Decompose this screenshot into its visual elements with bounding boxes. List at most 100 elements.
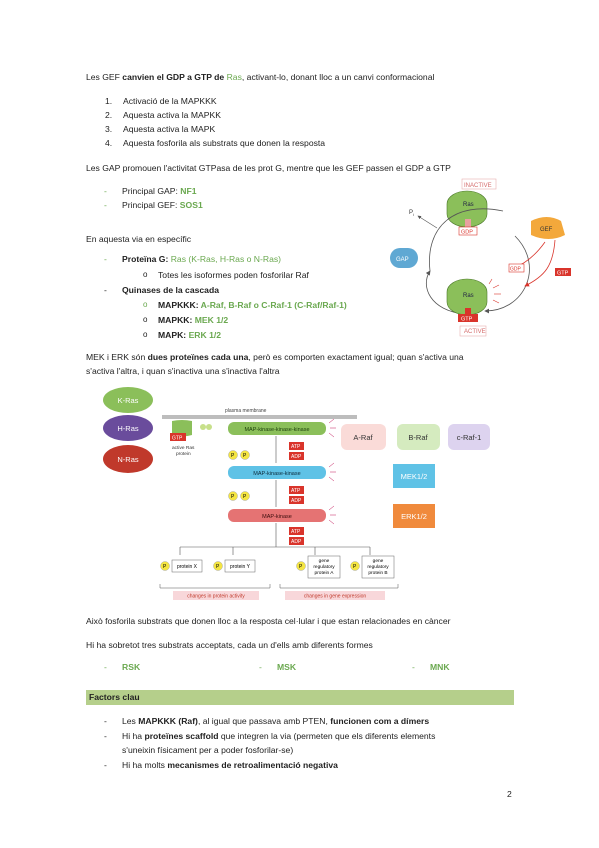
dash: - — [104, 285, 107, 295]
cycle-arc-right — [484, 235, 530, 314]
dash: - — [412, 662, 415, 672]
step-2: Aquesta activa la MAPKK — [123, 110, 221, 120]
substrate-rsk: RSK — [122, 662, 141, 672]
gene-b-l1: gene — [373, 559, 384, 564]
factor-2-cont: s'uneixin físicament per a poder fosfori… — [122, 745, 294, 755]
mapk-label: MAP-kinase — [262, 514, 292, 520]
erk-box — [393, 504, 435, 528]
gene-a-l2: regulatory — [313, 564, 335, 570]
phospho-6: P — [216, 564, 220, 570]
gene-a-l3: protein A — [315, 570, 335, 576]
ras-label-2: Ras — [463, 293, 474, 299]
gdp-label-2: GDP — [510, 267, 522, 273]
adp-label-2: ADP — [291, 498, 302, 504]
step-3: Aquesta activa la MAPK — [123, 124, 216, 134]
phospho-3: P — [231, 494, 235, 500]
gene-b-l2: regulatory — [367, 564, 389, 570]
mapkk-label: MAP-kinase-kinase — [253, 471, 300, 477]
braf-label: B-Raf — [408, 433, 428, 442]
text: Les GEF — [86, 72, 123, 82]
substrate-msk: MSK — [277, 662, 297, 672]
phospho-8: P — [353, 564, 357, 570]
nras-ellipse — [103, 445, 153, 473]
gef-sentence: Les GEF canvien el GDP a GTP de Ras, act… — [86, 72, 434, 83]
hras-label: H-Ras — [117, 424, 139, 433]
gap-sentence: Les GAP promouen l'activitat GTPasa de l… — [86, 163, 451, 173]
pi-label: Pi — [409, 210, 414, 217]
craf-label: c-Raf-1 — [457, 433, 482, 442]
kras-ellipse — [103, 387, 153, 413]
dash: - — [104, 254, 107, 264]
gtp-label-bottom: GTP — [461, 317, 473, 323]
step-4: Aquesta fosforila als substrats que done… — [123, 138, 326, 148]
step-1: Activació de la MAPKKK — [123, 96, 217, 106]
dash: - — [259, 662, 262, 672]
dash: - — [104, 716, 107, 726]
gap-blob — [390, 248, 418, 268]
factor-3: Hi ha molts mecanismes de retroalimentac… — [122, 760, 338, 770]
dash: - — [104, 662, 107, 672]
activity-tag — [173, 591, 259, 600]
gap-item: Principal GAP: NF1 — [122, 186, 197, 196]
mek-box — [393, 464, 435, 488]
mapkkk-bar — [228, 422, 326, 435]
circle-bullet: o — [143, 270, 148, 279]
craf-box — [448, 424, 490, 450]
kras-label: K-Ras — [118, 396, 139, 405]
phospho-1: P — [231, 453, 235, 459]
cycle-arc-top — [429, 208, 504, 272]
ras-green: Ras — [226, 72, 242, 82]
gene-b-l3: protein B — [368, 570, 387, 576]
substrates-sentence: Això fosforila substrats que donen lloc … — [86, 616, 451, 626]
adp-label-3: ADP — [291, 539, 302, 545]
substrate-mnk: MNK — [430, 662, 450, 672]
ras-inactive-shape — [446, 190, 488, 228]
protein-label: protein — [176, 451, 191, 457]
step-num: 4. — [105, 138, 113, 148]
expression-tag — [285, 591, 385, 600]
circle-bullet: o — [143, 315, 148, 324]
gene-a-box — [307, 555, 341, 579]
bold-text: canvien el GDP a GTP de — [122, 72, 227, 82]
gene-a-l1: gene — [319, 559, 330, 564]
pathway-intro: En aquesta via en específic — [86, 234, 192, 244]
factor-2: Hi ha proteïnes scaffold que integren la… — [122, 731, 436, 741]
dash: - — [104, 731, 107, 741]
plasma-membrane — [162, 415, 357, 419]
nras-label: N-Ras — [117, 455, 139, 464]
gdp-label: GDP — [461, 230, 473, 236]
mapkkk-label: MAP-kinase-kinase-kinase — [244, 427, 309, 433]
mapk-bar — [228, 509, 326, 522]
protein-x-label: protein X — [177, 564, 198, 570]
phospho-2: P — [243, 453, 247, 459]
dash: - — [104, 200, 107, 210]
membrane-label: plasma membrane — [225, 408, 267, 414]
protein-y-label: protein Y — [230, 564, 251, 570]
mek-label: MEK1/2 — [401, 472, 428, 481]
page-number: 2 — [507, 789, 512, 799]
activity-label: changes in protein activity — [187, 594, 245, 600]
phospho-7: P — [299, 564, 303, 570]
inactive-label: INACTIVE — [464, 183, 492, 189]
gap-label: GAP — [396, 257, 409, 263]
expression-label: changes in gene expression — [304, 594, 366, 600]
kinases-label: Quinases de la cascada — [122, 285, 219, 295]
atp-label-1: ATP — [291, 444, 301, 450]
factors-header: Factors clau — [86, 690, 514, 705]
gtp-label-right: GTP — [557, 271, 569, 277]
three-substrates-sentence: Hi ha sobretot tres substrats acceptats,… — [86, 640, 373, 650]
ras-cycle-diagram: INACTIVE Ras GDP Pi GAP GEF GDP GTP Ras … — [390, 178, 571, 337]
ras-label: Ras — [463, 202, 474, 208]
atp-label-2: ATP — [291, 488, 301, 494]
circle-bullet: o — [143, 300, 148, 309]
gef-blob — [531, 217, 565, 239]
mapkkk-item: MAPKKK: A-Raf, B-Raf o C-Raf-1 (C-Raf/Ra… — [158, 300, 347, 310]
gef-label: GEF — [540, 227, 553, 233]
braf-box — [397, 424, 440, 450]
phospho-4: P — [243, 494, 247, 500]
gtp-tag: GTP — [172, 436, 183, 442]
factor-1: Les MAPKKK (Raf), al igual que passava a… — [122, 716, 430, 726]
mapkk-bar — [228, 466, 326, 479]
hras-ellipse — [103, 415, 153, 441]
factors-title: Factors clau — [89, 692, 140, 702]
